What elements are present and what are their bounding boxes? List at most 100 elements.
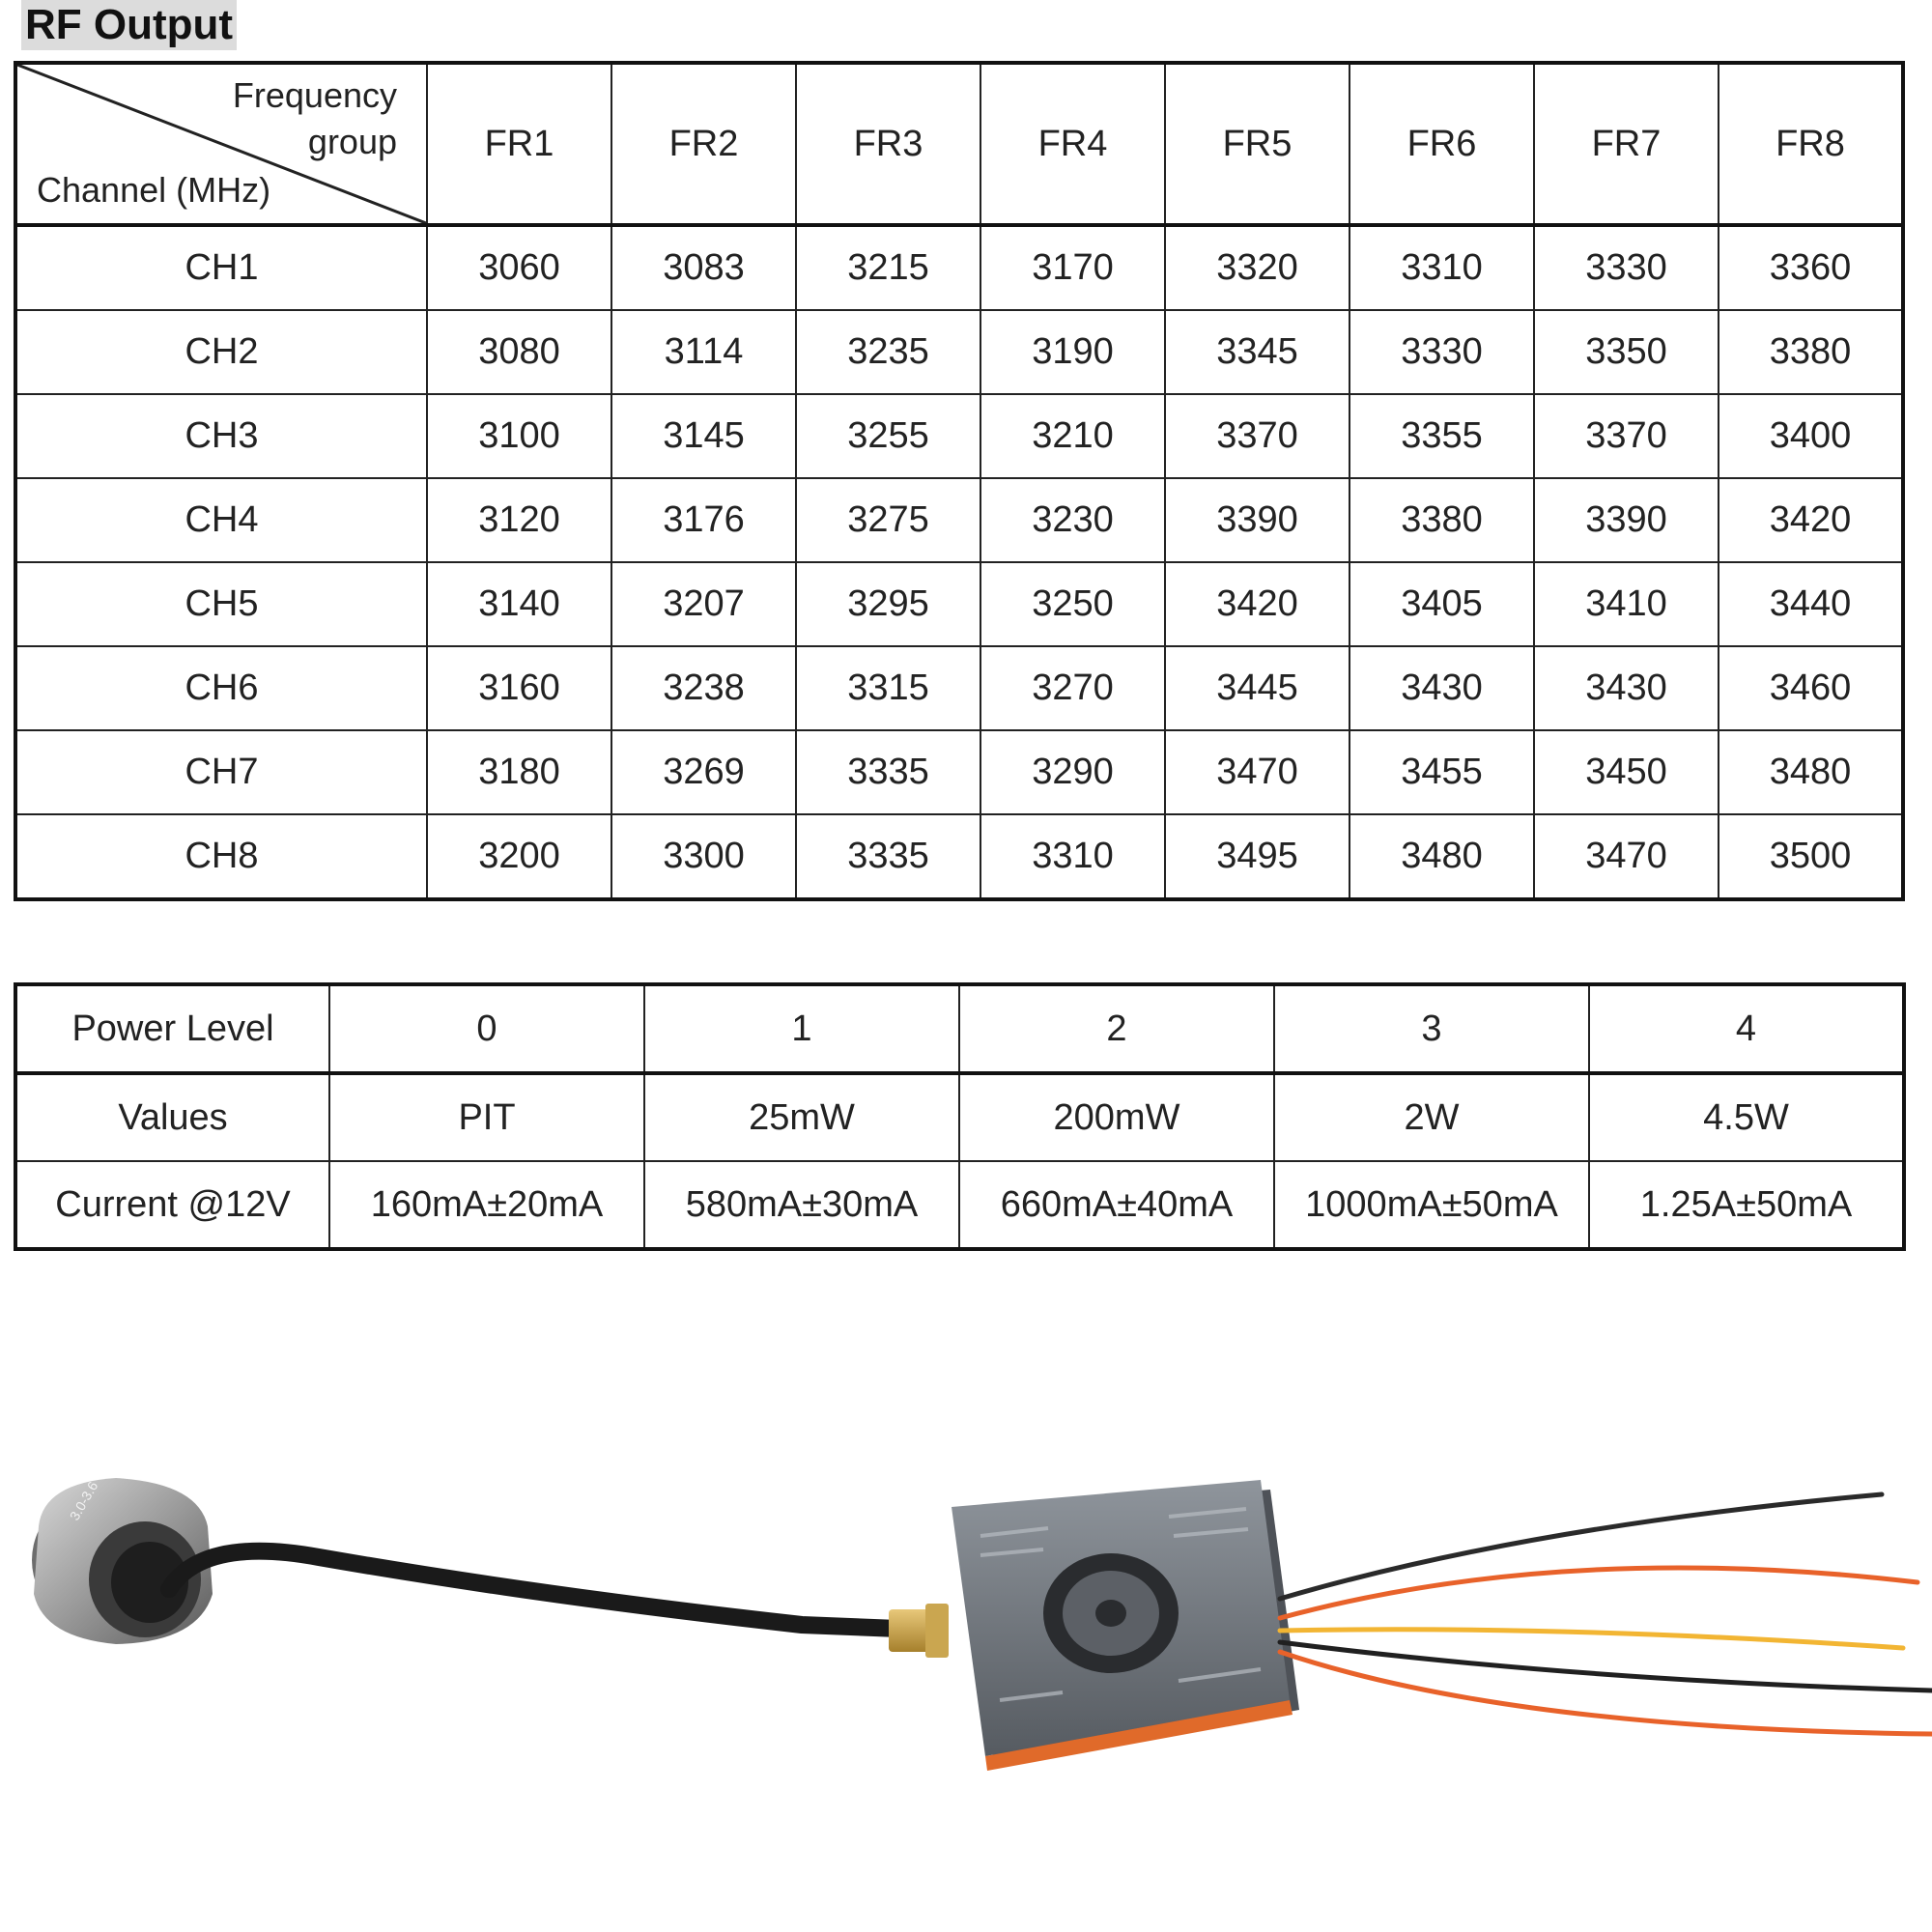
power-row-label: Current @12V [14, 1160, 330, 1250]
power-row-label: Power Level [14, 983, 330, 1075]
channel-label: CH8 [14, 813, 428, 900]
frequency-cell: 3355 [1349, 393, 1535, 479]
frequency-cell: 3470 [1164, 729, 1350, 815]
frequency-cell: 3420 [1164, 561, 1350, 647]
frequency-cell: 3330 [1533, 224, 1719, 311]
frequency-cell: 3500 [1718, 813, 1904, 900]
frequency-cell: 3455 [1349, 729, 1535, 815]
frequency-cell: 3360 [1718, 224, 1904, 311]
power-cell: PIT [328, 1072, 645, 1162]
frequency-cell: 3310 [980, 813, 1166, 900]
frequency-cell: 3235 [795, 309, 981, 395]
column-header: FR8 [1718, 62, 1904, 227]
column-header: FR3 [795, 62, 981, 227]
power-cell: 25mW [643, 1072, 960, 1162]
frequency-cell: 3269 [611, 729, 797, 815]
frequency-cell: 3380 [1718, 309, 1904, 395]
frequency-cell: 3170 [980, 224, 1166, 311]
diagonal-divider [17, 65, 426, 223]
frequency-cell: 3275 [795, 477, 981, 563]
frequency-cell: 3315 [795, 645, 981, 731]
frequency-cell: 3345 [1164, 309, 1350, 395]
channel-label: CH6 [14, 645, 428, 731]
frequency-cell: 3430 [1533, 645, 1719, 731]
frequency-cell: 3238 [611, 645, 797, 731]
power-cell: 1000mA±50mA [1273, 1160, 1590, 1250]
frequency-cell: 3405 [1349, 561, 1535, 647]
frequency-cell: 3250 [980, 561, 1166, 647]
power-cell: 3 [1273, 983, 1590, 1075]
frequency-cell: 3335 [795, 729, 981, 815]
frequency-cell: 3200 [426, 813, 612, 900]
frequency-cell: 3190 [980, 309, 1166, 395]
channel-label: CH2 [14, 309, 428, 395]
corner-top-label: Frequency group [232, 75, 397, 161]
frequency-cell: 3100 [426, 393, 612, 479]
frequency-cell: 3445 [1164, 645, 1350, 731]
corner-cell: Frequency group Channel (MHz) [14, 62, 428, 227]
frequency-cell: 3310 [1349, 224, 1535, 311]
channel-label: CH1 [14, 224, 428, 311]
frequency-cell: 3495 [1164, 813, 1350, 900]
sma-connector [889, 1604, 949, 1658]
frequency-cell: 3370 [1164, 393, 1350, 479]
power-cell: 4.5W [1588, 1072, 1905, 1162]
frequency-cell: 3380 [1349, 477, 1535, 563]
corner-bottom-label: Channel (MHz) [37, 170, 271, 210]
power-cell: 580mA±30mA [643, 1160, 960, 1250]
frequency-header-row: Frequency group Channel (MHz) FR1 FR2 FR… [14, 62, 1904, 227]
frequency-cell: 3320 [1164, 224, 1350, 311]
frequency-cell: 3390 [1533, 477, 1719, 563]
frequency-cell: 3215 [795, 224, 981, 311]
frequency-cell: 3410 [1533, 561, 1719, 647]
column-header: FR1 [426, 62, 612, 227]
frequency-cell: 3295 [795, 561, 981, 647]
fan-icon [1043, 1553, 1179, 1673]
frequency-cell: 3255 [795, 393, 981, 479]
power-wires [1277, 1492, 1932, 1737]
frequency-cell: 3390 [1164, 477, 1350, 563]
product-photo: 3.0-3.6 [32, 1478, 1932, 1771]
frequency-cell: 3120 [426, 477, 612, 563]
frequency-cell: 3210 [980, 393, 1166, 479]
frequency-cell: 3207 [611, 561, 797, 647]
power-cell: 0 [328, 983, 645, 1075]
channel-label: CH7 [14, 729, 428, 815]
vtx-module [952, 1480, 1299, 1771]
frequency-table: Frequency group Channel (MHz) FR1 FR2 FR… [14, 61, 1905, 901]
power-row-label: Values [14, 1072, 330, 1162]
frequency-cell: 3470 [1533, 813, 1719, 900]
frequency-cell: 3230 [980, 477, 1166, 563]
power-cell: 4 [1588, 983, 1905, 1075]
power-cell: 200mW [958, 1072, 1275, 1162]
power-cell: 1 [643, 983, 960, 1075]
power-cell: 160mA±20mA [328, 1160, 645, 1250]
frequency-cell: 3400 [1718, 393, 1904, 479]
frequency-cell: 3180 [426, 729, 612, 815]
frequency-cell: 3350 [1533, 309, 1719, 395]
frequency-cell: 3290 [980, 729, 1166, 815]
antenna-cap: 3.0-3.6 [32, 1478, 213, 1644]
frequency-cell: 3430 [1349, 645, 1535, 731]
channel-label: CH3 [14, 393, 428, 479]
power-cell: 660mA±40mA [958, 1160, 1275, 1250]
channel-label: CH5 [14, 561, 428, 647]
frequency-cell: 3370 [1533, 393, 1719, 479]
frequency-cell: 3145 [611, 393, 797, 479]
frequency-cell: 3060 [426, 224, 612, 311]
frequency-cell: 3300 [611, 813, 797, 900]
section-title: RF Output [21, 0, 238, 50]
column-header: FR7 [1533, 62, 1719, 227]
